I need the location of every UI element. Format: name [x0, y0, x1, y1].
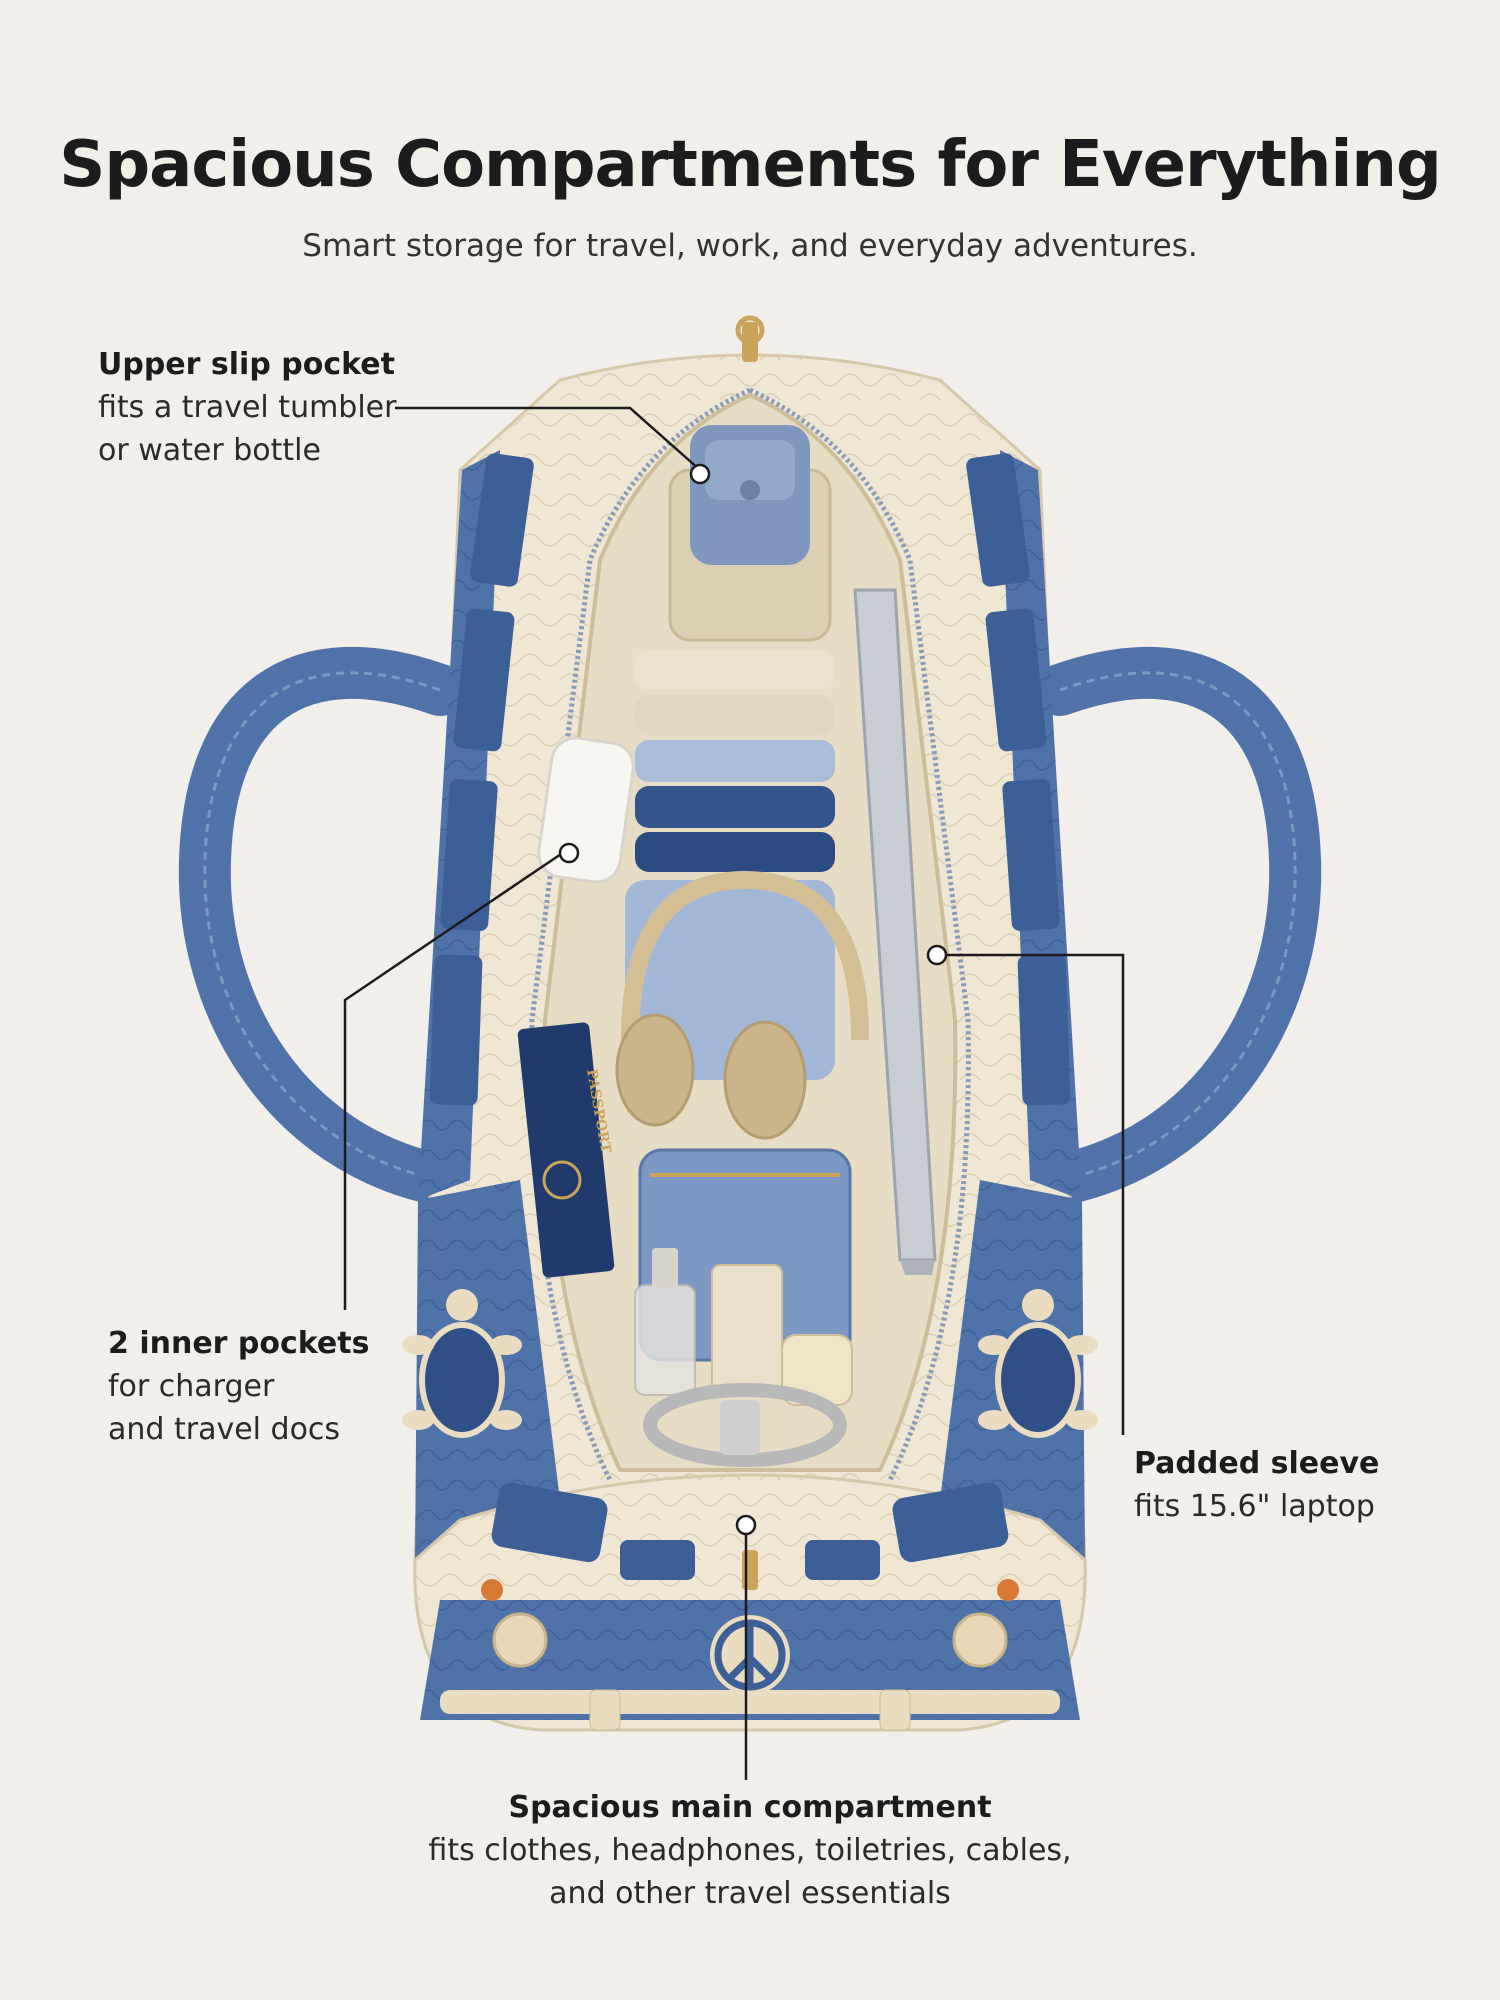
callout-title: 2 inner pockets — [108, 1326, 370, 1361]
dot-inner-pockets — [558, 842, 580, 864]
callout-desc-line1: fits a travel tumbler — [98, 390, 397, 425]
leader-upper-slip — [395, 406, 701, 471]
callout-desc-line1: fits clothes, headphones, toiletries, ca… — [428, 1833, 1072, 1868]
page-title: Spacious Compartments for Everything — [59, 128, 1442, 202]
left-handle — [178, 646, 466, 1206]
cable-icon — [643, 1383, 847, 1467]
dot-main-compartment — [735, 1514, 757, 1536]
dot-upper-slip — [689, 463, 711, 485]
callout-desc-line2: and travel docs — [108, 1412, 341, 1447]
lotion-tube-icon — [711, 1264, 783, 1396]
spray-bottle-icon — [634, 1248, 696, 1396]
right-handle — [1034, 646, 1322, 1206]
callout-padded-sleeve: Padded sleeve fits 15.6" laptop — [1134, 1442, 1379, 1528]
leader-padded-sleeve — [937, 953, 1125, 1435]
charger-icon — [537, 736, 635, 884]
peace-sign-icon — [710, 1615, 790, 1695]
leader-inner-pockets — [343, 848, 568, 1310]
callout-title: Padded sleeve — [1134, 1446, 1380, 1481]
page-subtitle: Smart storage for travel, work, and ever… — [302, 228, 1198, 264]
laptop-icon — [853, 588, 937, 1275]
callout-upper-slip-pocket: Upper slip pocket fits a travel tumbler … — [98, 343, 396, 472]
dot-padded-sleeve — [926, 944, 948, 966]
headlight-left-icon — [481, 1579, 548, 1668]
callout-desc-line2: and other travel essentials — [549, 1876, 951, 1911]
tumbler-icon — [668, 425, 832, 642]
callout-main-compartment: Spacious main compartment fits clothes, … — [350, 1786, 1150, 1915]
callout-desc-line1: fits 15.6" laptop — [1134, 1489, 1375, 1524]
callout-inner-pockets: 2 inner pockets for charger and travel d… — [108, 1322, 369, 1451]
zipper-pull-top-icon — [735, 315, 765, 362]
zipper-pull-bottom-icon — [742, 1550, 758, 1590]
callout-title: Spacious main compartment — [508, 1790, 992, 1825]
turtle-left-icon — [402, 1289, 522, 1438]
headphones-icon — [615, 870, 869, 1140]
leader-lines — [343, 406, 1125, 1780]
leader-dots — [558, 463, 948, 1536]
callout-desc-line1: for charger — [108, 1369, 275, 1404]
turtle-right-icon — [978, 1289, 1098, 1438]
headlight-right-icon — [952, 1579, 1019, 1668]
callout-title: Upper slip pocket — [98, 347, 395, 382]
callout-desc-line2: or water bottle — [98, 433, 321, 468]
